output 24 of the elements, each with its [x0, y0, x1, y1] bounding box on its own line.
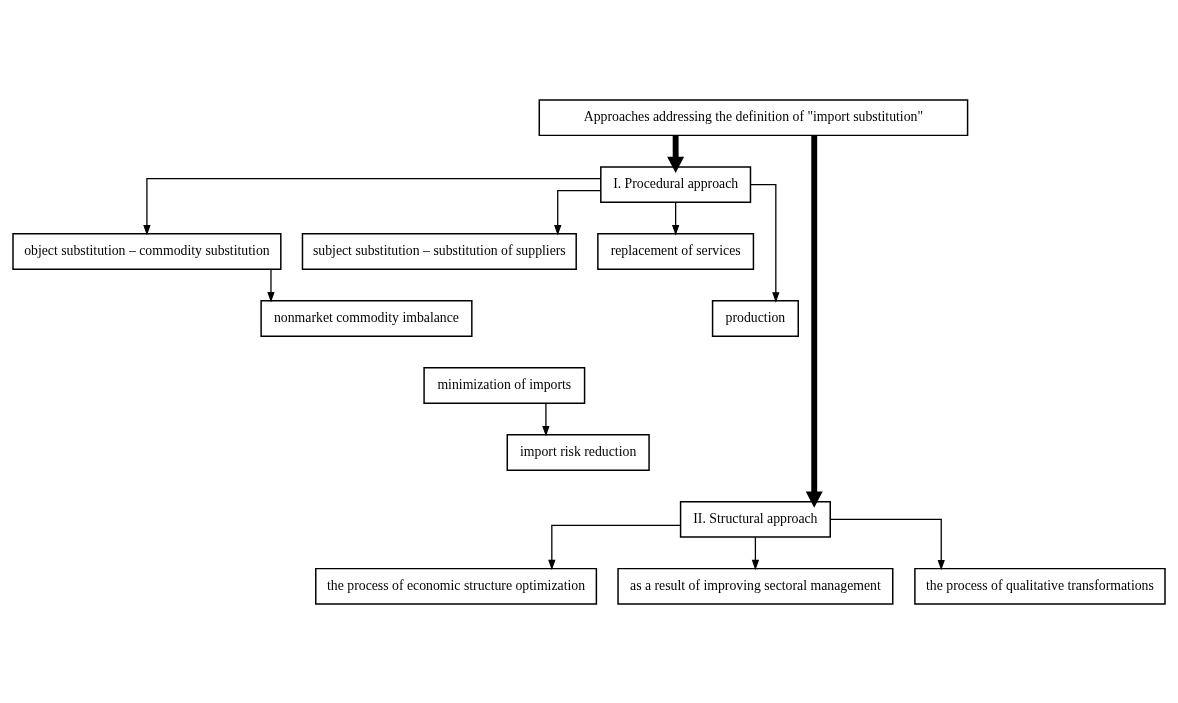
node-box: the process of qualitative transformations — [914, 567, 1166, 605]
node-box: production — [711, 299, 799, 337]
node-box: the process of economic structure optimization — [315, 567, 598, 605]
arrow — [267, 268, 275, 302]
node-box: object substitution – commodity substitution — [12, 232, 282, 270]
arrow — [143, 177, 602, 235]
arrow — [554, 189, 602, 235]
arrow — [542, 402, 550, 436]
node-box: replacement of services — [597, 232, 755, 270]
node-box: import risk reduction — [506, 433, 650, 471]
arrow — [672, 201, 680, 235]
node-box: subject substitution – substitution of suppliers — [301, 232, 577, 270]
arrow — [805, 134, 823, 508]
node-box: nonmarket commodity imbalance — [260, 299, 473, 337]
node-box: as a result of improving sectoral management — [617, 567, 894, 605]
arrow — [749, 183, 780, 303]
arrow — [829, 518, 945, 570]
node-box: II. Structural approach — [679, 500, 831, 538]
arrow — [548, 524, 682, 570]
arrow — [751, 536, 760, 570]
arrow — [667, 135, 685, 173]
node-box: I. Procedural approach — [600, 165, 752, 203]
node-box: Approaches addressing the definition of "import substitution" — [538, 98, 969, 136]
node-box: minimization of imports — [423, 366, 586, 404]
